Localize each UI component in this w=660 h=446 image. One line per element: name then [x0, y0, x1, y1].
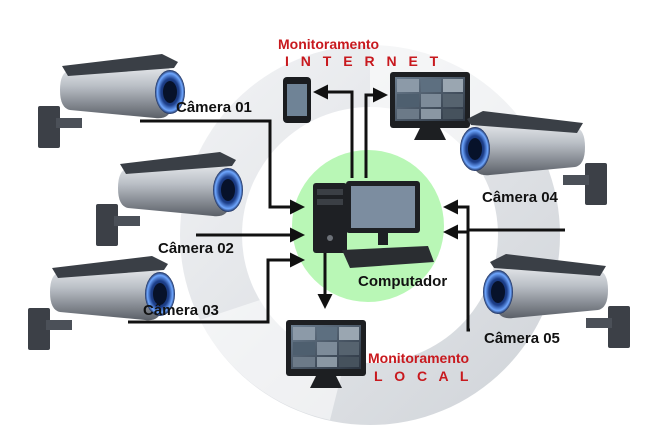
computer-tower	[313, 183, 347, 253]
camera-04-label: Câmera 04	[482, 189, 558, 206]
internet-title: Monitoramento	[278, 36, 380, 52]
camera-icon-01	[38, 54, 185, 148]
smartphone-icon	[283, 77, 311, 123]
camera-05-label: Câmera 05	[484, 330, 560, 347]
local-subtitle: L O C A L	[374, 368, 473, 384]
camera-02-label: Câmera 02	[158, 240, 234, 257]
camera-01-label: Câmera 01	[176, 99, 252, 116]
computer-monitor	[346, 181, 420, 245]
camera-03-label: Câmera 03	[143, 302, 219, 319]
internet-subtitle: I N T E R N E T	[285, 53, 443, 69]
local-title: Monitoramento	[368, 350, 470, 366]
connection-lines	[128, 84, 565, 332]
keyboard-icon	[342, 246, 434, 268]
computer-label: Computador	[358, 273, 448, 290]
